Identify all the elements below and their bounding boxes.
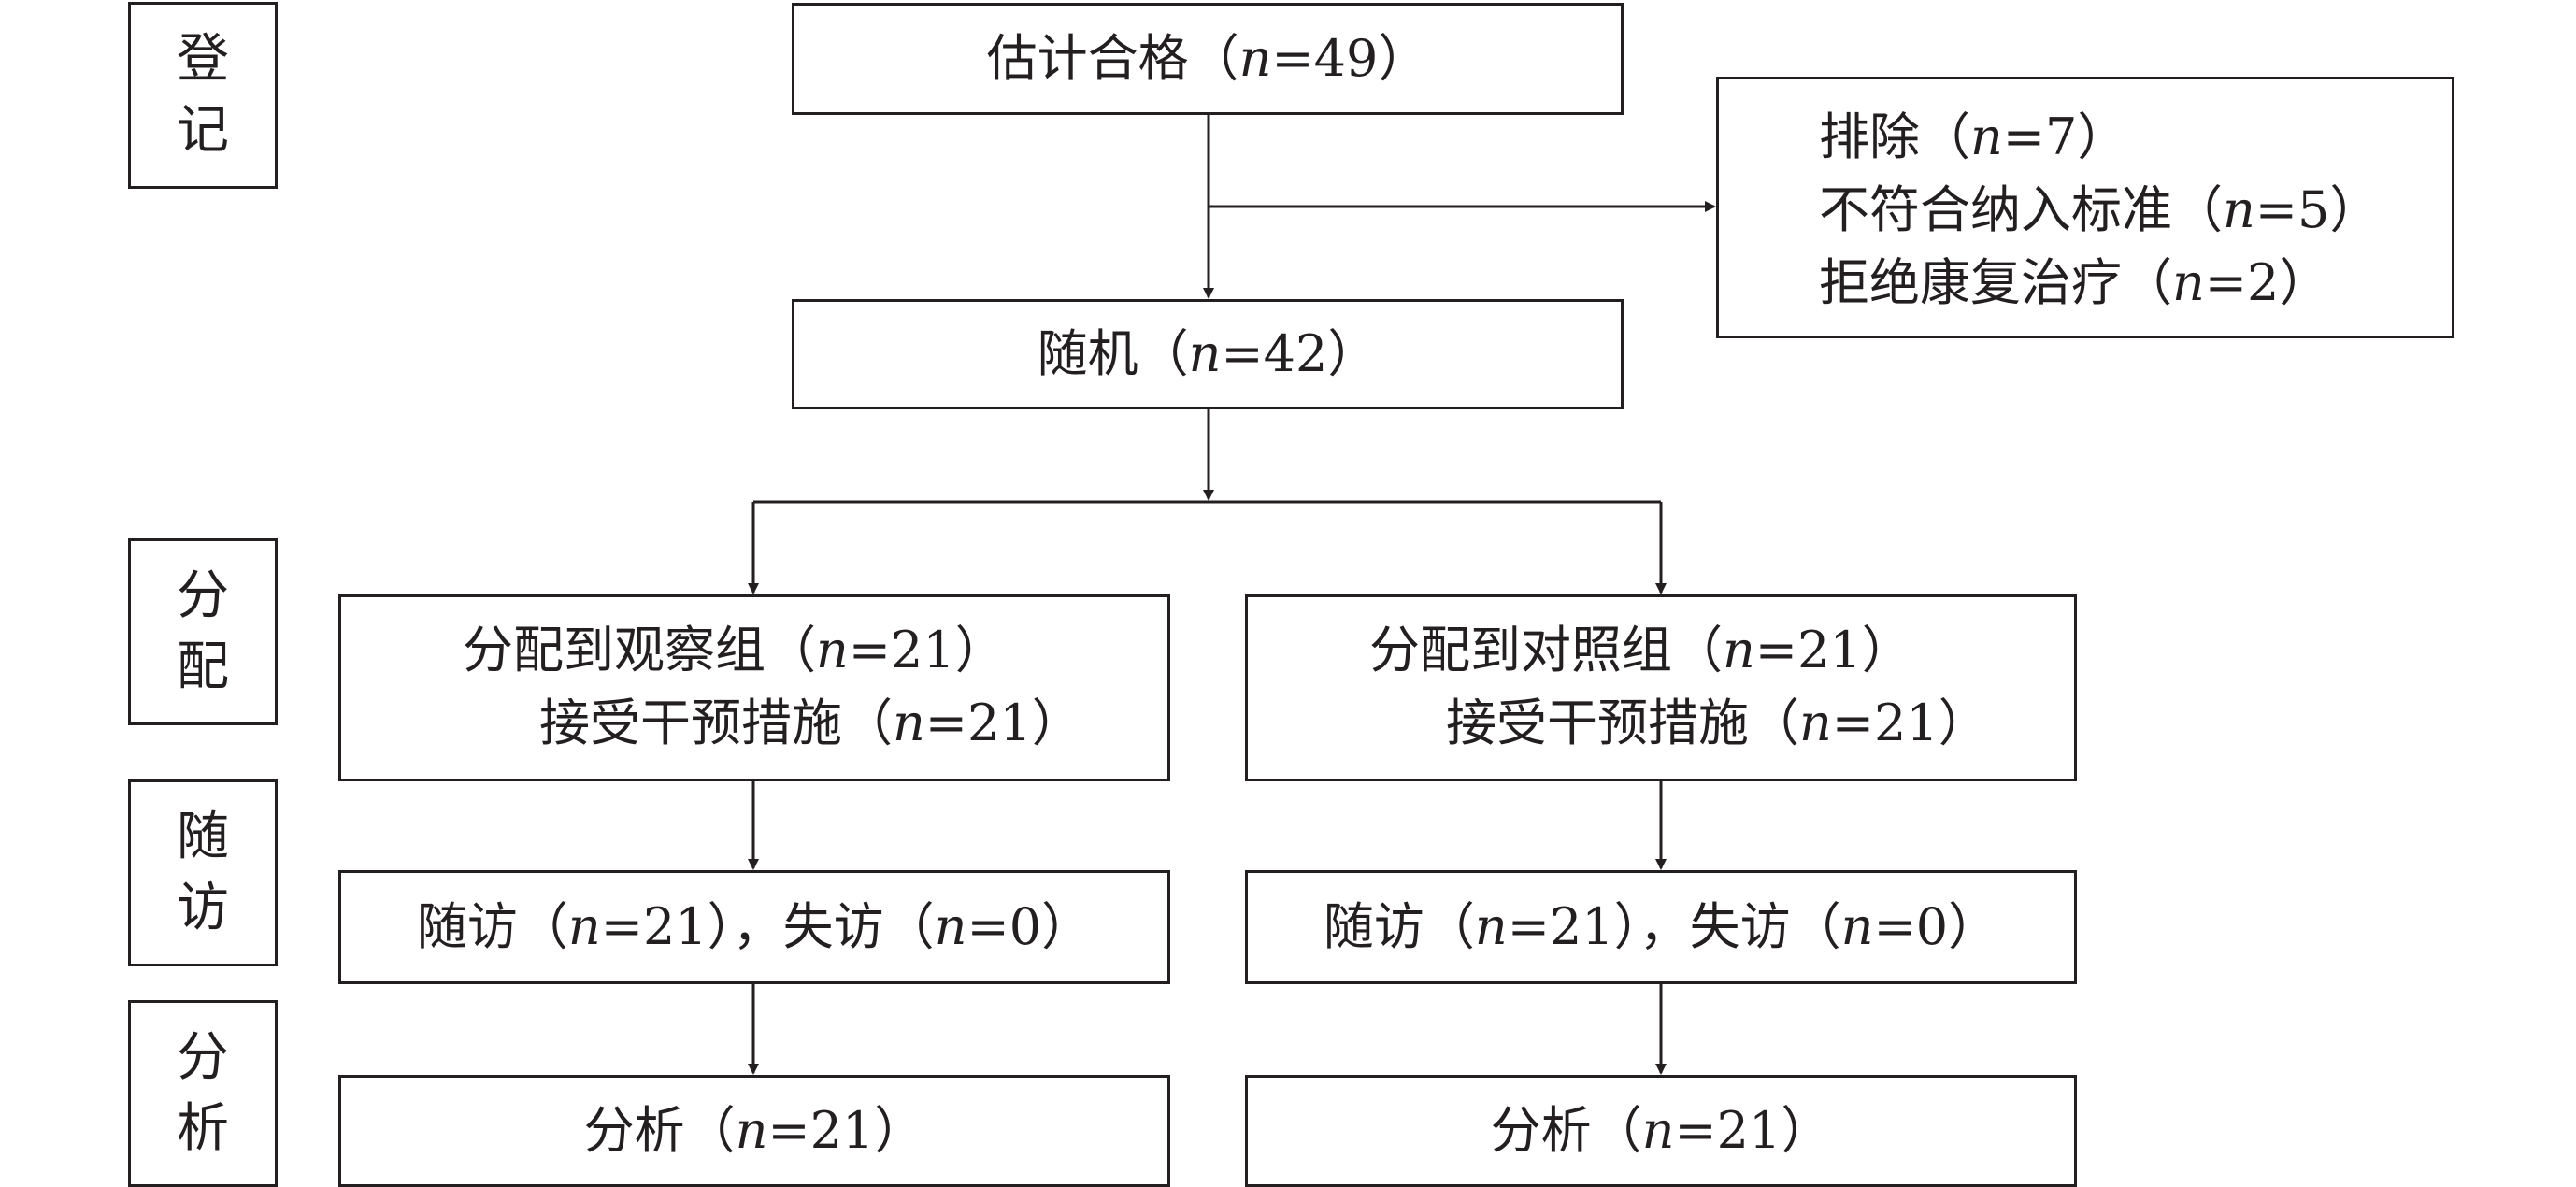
alloc-observation-intervention: 接受干预措施（n=21）	[539, 694, 1082, 752]
alloc-control-intervention: 接受干预措施（n=21）	[1446, 694, 1989, 752]
alloc-control-box: 分配到对照组（n=21） 接受干预措施（n=21）	[1245, 594, 2077, 781]
stage-analysis-char-2: 析	[177, 1098, 229, 1159]
stage-followup-char-1: 随	[177, 807, 229, 867]
eligibility-box: 估计合格（n=49）	[792, 3, 1624, 115]
alloc-control-group: 分配到对照组（n=21）	[1369, 621, 1912, 679]
stage-enroll-char-2: 记	[177, 100, 229, 161]
stage-followup-char-2: 访	[177, 878, 229, 938]
stage-allocation: 分 配	[128, 538, 278, 725]
excluded-not-meeting-criteria: 不符合纳入标准（n=5）	[1819, 180, 2381, 239]
stage-analysis: 分 析	[128, 1000, 278, 1187]
stage-allocation-char-1: 分	[177, 565, 229, 626]
excluded-box: 排除（n=7） 不符合纳入标准（n=5） 拒绝康复治疗（n=2）	[1716, 77, 2454, 338]
followup-control-text: 随访（n=21），失访（n=0）	[1323, 897, 1999, 956]
followup-control-box: 随访（n=21），失访（n=0）	[1245, 870, 2077, 984]
alloc-observation-box: 分配到观察组（n=21） 接受干预措施（n=21）	[338, 594, 1170, 781]
eligibility-text: 估计合格（n=49）	[986, 29, 1429, 88]
randomized-box: 随机（n=42）	[792, 299, 1624, 409]
followup-observation-text: 随访（n=21），失访（n=0）	[416, 897, 1093, 956]
stage-followup: 随 访	[128, 779, 278, 966]
stage-allocation-char-2: 配	[177, 636, 229, 697]
randomized-text: 随机（n=42）	[1037, 324, 1379, 383]
analysis-control-box: 分析（n=21）	[1245, 1075, 2077, 1187]
excluded-total: 排除（n=7）	[1819, 107, 2128, 166]
followup-observation-box: 随访（n=21），失访（n=0）	[338, 870, 1170, 984]
stage-analysis-char-1: 分	[177, 1027, 229, 1088]
analysis-control-text: 分析（n=21）	[1490, 1101, 1832, 1160]
stage-enroll-char-1: 登	[177, 29, 229, 90]
analysis-observation-text: 分析（n=21）	[583, 1101, 925, 1160]
analysis-observation-box: 分析（n=21）	[338, 1075, 1170, 1187]
alloc-observation-group: 分配到观察组（n=21）	[463, 621, 1006, 679]
excluded-declined-rehab: 拒绝康复治疗（n=2）	[1819, 253, 2330, 312]
stage-enroll: 登 记	[128, 2, 278, 189]
